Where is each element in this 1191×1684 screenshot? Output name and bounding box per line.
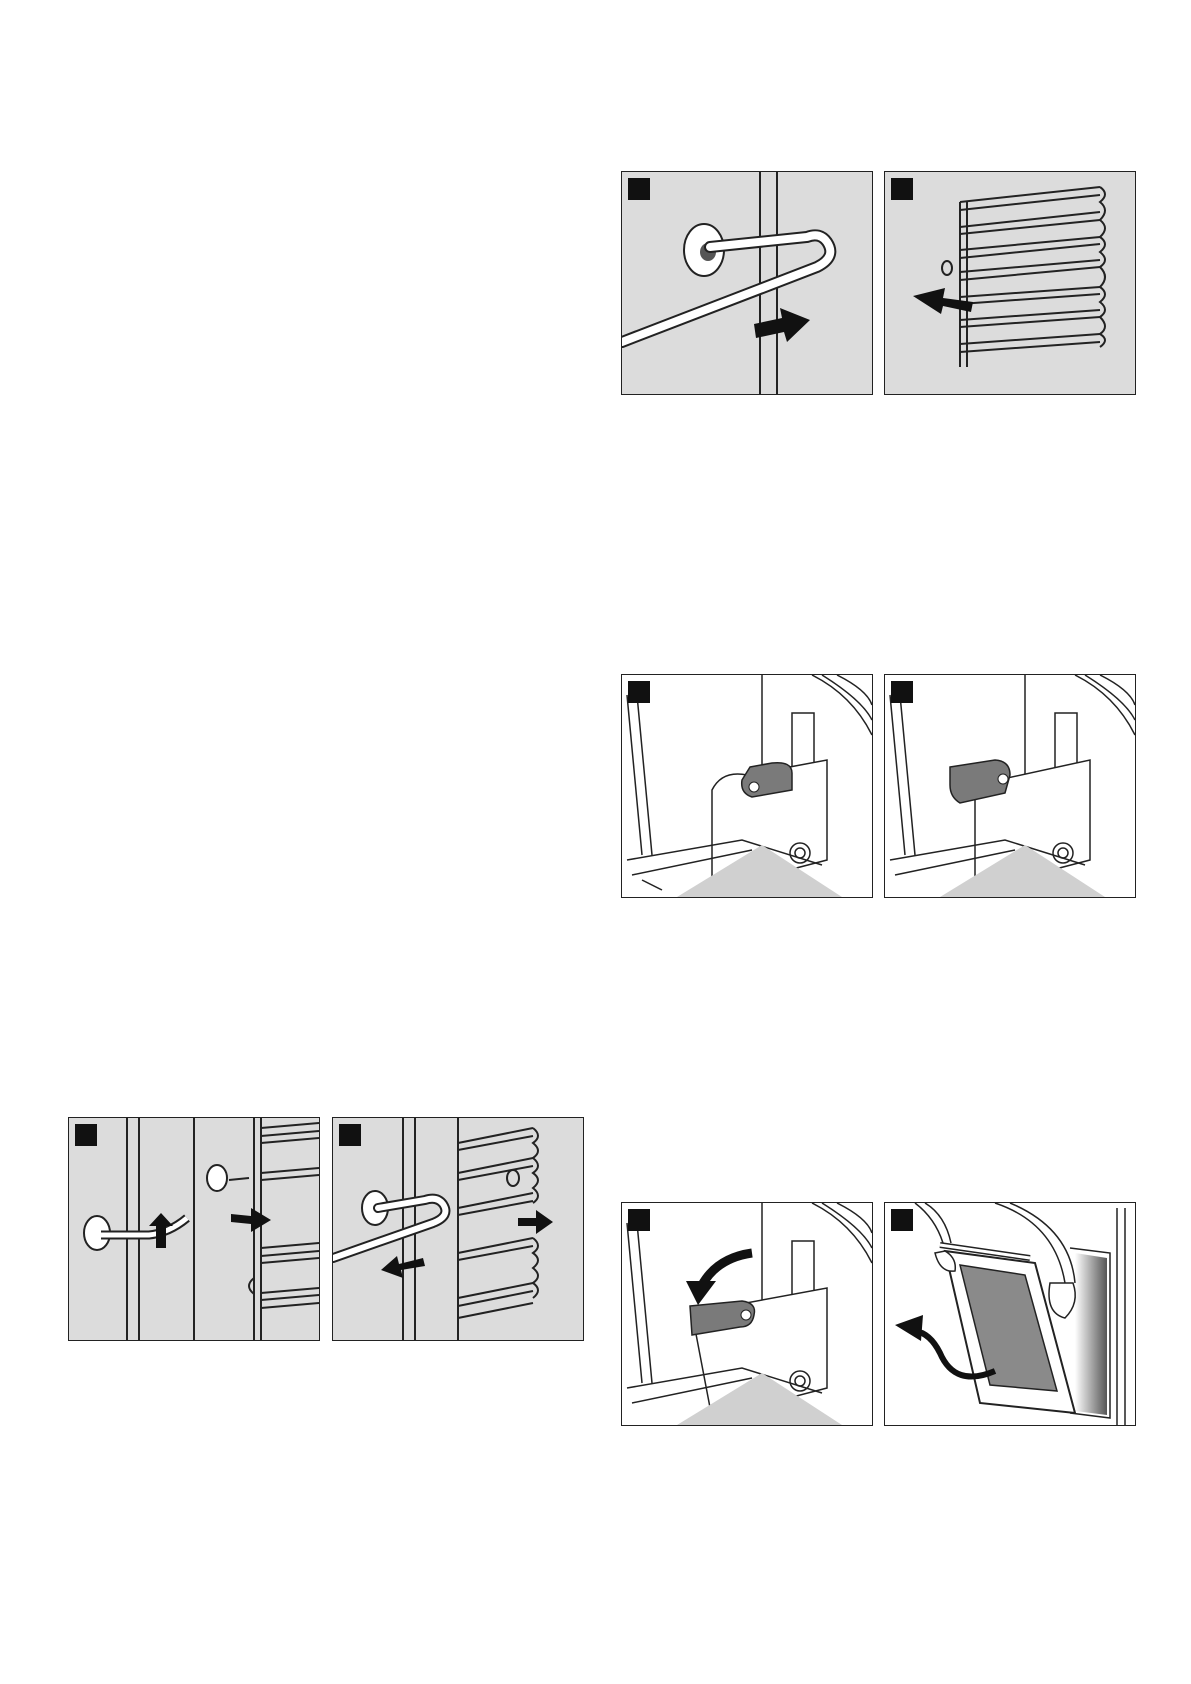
figure-hinge-lever-closed (884, 674, 1136, 898)
hook-rail-insert-illustration (69, 1118, 319, 1340)
hinge-lever-fold-illustration (622, 1203, 872, 1425)
shelf-rack-remove-illustration (885, 172, 1135, 394)
step-marker (628, 1209, 650, 1231)
oven-door-lift-off-illustration (885, 1203, 1135, 1425)
hinge-lever-open-illustration (622, 675, 872, 897)
figure-hinge-lever-fold (621, 1202, 873, 1426)
shelf-rack-insert-illustration (333, 1118, 583, 1340)
step-marker (339, 1124, 361, 1146)
hook-rail-remove-illustration (622, 172, 872, 394)
step-marker (75, 1124, 97, 1146)
figure-shelf-rack-remove (884, 171, 1136, 395)
hinge-lever-closed-illustration (885, 675, 1135, 897)
figure-shelf-rack-insert (332, 1117, 584, 1341)
figure-hinge-lever-open (621, 674, 873, 898)
step-marker (891, 681, 913, 703)
step-marker (891, 178, 913, 200)
step-marker (891, 1209, 913, 1231)
step-marker (628, 178, 650, 200)
figure-hook-rail-remove (621, 171, 873, 395)
figure-hook-rail-insert (68, 1117, 320, 1341)
figure-oven-door-lift-off (884, 1202, 1136, 1426)
step-marker (628, 681, 650, 703)
